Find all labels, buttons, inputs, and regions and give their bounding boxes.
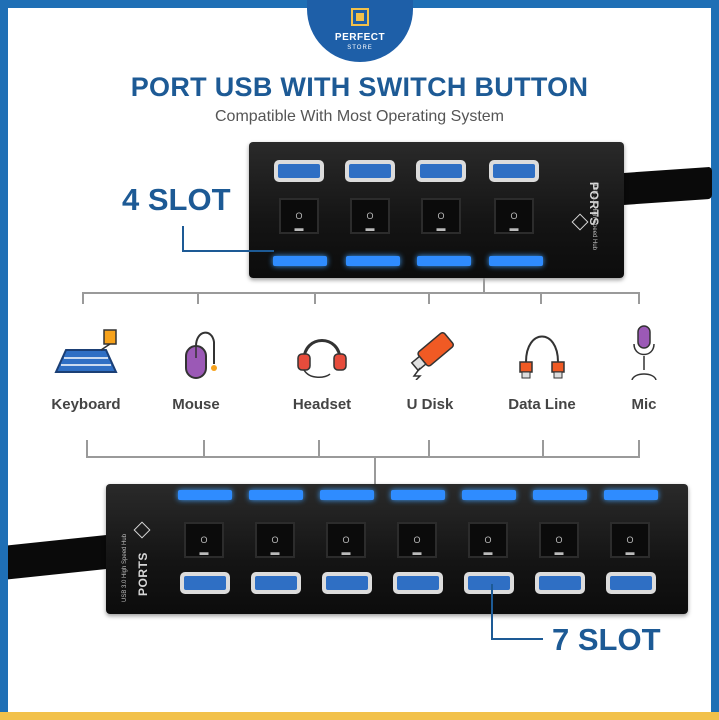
port-led	[320, 490, 374, 500]
hub-model-text: USB 3.0 High Speed Hub	[591, 182, 597, 251]
port-led	[604, 490, 658, 500]
port-led	[462, 490, 516, 500]
connector-line	[428, 292, 430, 304]
data-cable-icon	[519, 335, 565, 379]
store-tagline: STORE	[347, 45, 373, 51]
connector-line	[82, 292, 640, 294]
frame-left-border	[0, 0, 8, 720]
usb-hub-4-port: O ▬ O ▬ O ▬ O ▬ PORTS USB 3.0 High Speed…	[249, 142, 624, 278]
usb-port	[416, 160, 466, 182]
top-slot-label: 4 SLOT	[122, 182, 231, 217]
connector-line	[638, 440, 640, 456]
bottom-hub-cable	[8, 534, 110, 580]
usb-port	[535, 572, 585, 594]
bottom-slot-pointer	[491, 584, 493, 640]
usb-port	[322, 572, 372, 594]
connector-line	[203, 440, 205, 456]
usb-port	[345, 160, 395, 182]
keyboard-icon	[54, 329, 118, 373]
port-led	[178, 490, 232, 500]
port-switch: O ▬	[255, 522, 295, 558]
port-switch: O ▬	[184, 522, 224, 558]
port-switch: O ▬	[397, 522, 437, 558]
device-label: Data Line	[508, 396, 576, 413]
port-switch: O ▬	[610, 522, 650, 558]
connector-line	[374, 456, 376, 484]
port-led	[533, 490, 587, 500]
port-switch: O ▬	[494, 198, 534, 234]
usb-port	[464, 572, 514, 594]
connector-line	[428, 440, 430, 456]
store-logo-icon	[351, 8, 369, 26]
connector-line	[483, 278, 485, 292]
top-slot-pointer	[182, 226, 184, 252]
connector-line	[86, 456, 640, 458]
device-mic: Mic	[594, 324, 694, 413]
device-label: U Disk	[406, 396, 454, 413]
device-mouse: Mouse	[146, 324, 246, 413]
store-badge: PERFECT STORE	[307, 0, 413, 62]
page-subtitle: Compatible With Most Operating System	[215, 108, 504, 125]
port-led	[346, 256, 400, 266]
usb-port	[606, 572, 656, 594]
frame-bottom-border	[0, 712, 719, 720]
usb-port	[393, 572, 443, 594]
connector-line	[86, 440, 88, 456]
usb-disk-icon	[410, 331, 454, 380]
top-hub-cable	[620, 166, 712, 206]
connector-line	[318, 440, 320, 456]
port-led	[249, 490, 303, 500]
port-switch: O ▬	[468, 522, 508, 558]
device-udisk: U Disk	[380, 324, 480, 413]
port-switch: O ▬	[326, 522, 366, 558]
connector-line	[82, 292, 84, 304]
port-switch: O ▬	[279, 198, 319, 234]
frame-right-border	[711, 0, 719, 720]
connector-line	[197, 292, 199, 304]
port-led	[489, 256, 543, 266]
hub-model-text: USB 3.0 High Speed Hub	[122, 533, 128, 602]
device-label: Headset	[292, 396, 352, 413]
device-label: Mic	[631, 396, 657, 413]
port-switch: O ▬	[539, 522, 579, 558]
port-led	[417, 256, 471, 266]
port-switch: O ▬	[421, 198, 461, 234]
microphone-icon	[631, 325, 657, 380]
port-switch: O ▬	[350, 198, 390, 234]
device-label: Keyboard	[51, 396, 121, 413]
store-name: PERFECT	[334, 32, 386, 43]
bottom-slot-label: 7 SLOT	[552, 622, 661, 657]
port-led	[273, 256, 327, 266]
usb-port	[180, 572, 230, 594]
usb-port	[274, 160, 324, 182]
page-title: PORT USB WITH SWITCH BUTTON	[130, 72, 589, 102]
bottom-slot-pointer	[491, 638, 543, 640]
usb-port	[251, 572, 301, 594]
device-data-line: Data Line	[492, 324, 592, 413]
top-slot-pointer	[182, 250, 274, 252]
connector-line	[540, 292, 542, 304]
hub-brand-icon	[571, 213, 589, 231]
device-headset: Headset	[272, 324, 372, 413]
port-led	[391, 490, 445, 500]
connector-line	[314, 292, 316, 304]
connector-line	[542, 440, 544, 456]
headset-icon	[297, 339, 347, 378]
device-label: Mouse	[172, 396, 220, 413]
hub-brand-icon	[133, 521, 151, 539]
connector-line	[638, 292, 640, 304]
mouse-icon	[185, 331, 217, 379]
hub-ports-text: PORTS	[136, 552, 150, 596]
device-keyboard: Keyboard	[36, 324, 136, 413]
usb-hub-7-port: O ▬ O ▬ O ▬ O ▬ O ▬ O ▬ O ▬ PORTS USB 3.…	[106, 484, 688, 614]
usb-port	[489, 160, 539, 182]
